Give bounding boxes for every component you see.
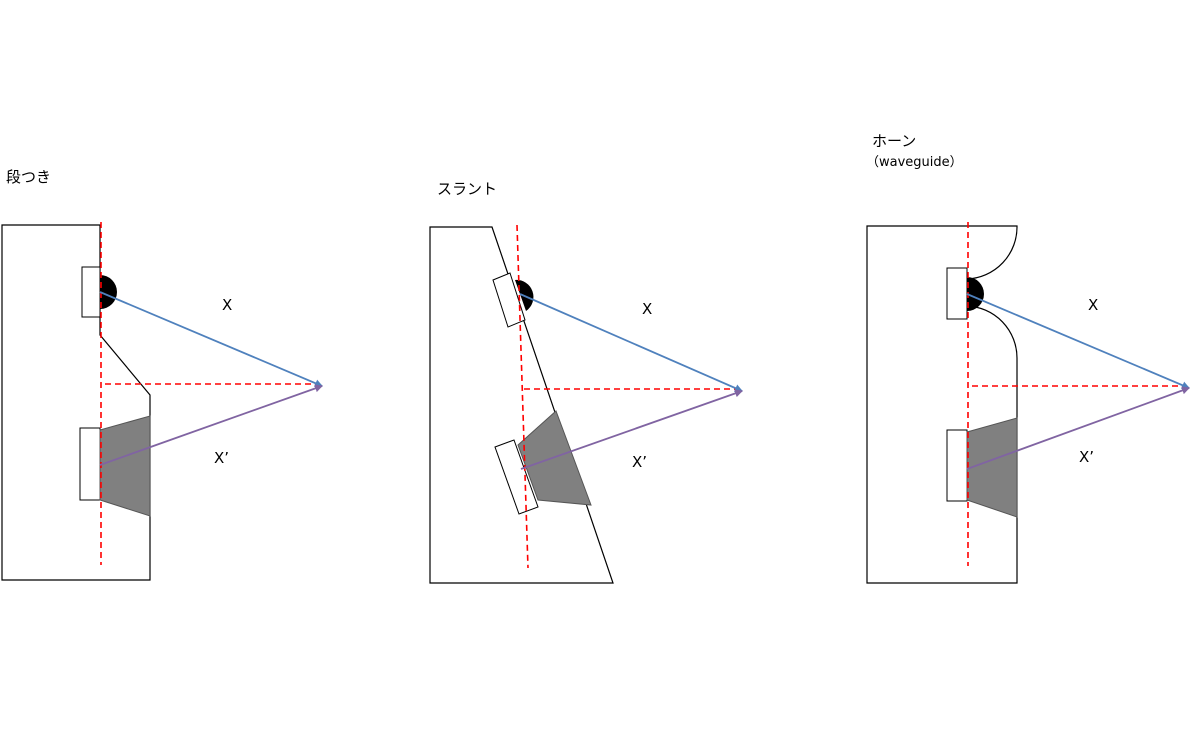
cabinet-outline [429, 226, 614, 584]
tweeter-ray [966, 293, 1190, 389]
woofer-flange [946, 429, 968, 502]
label-x: X [1088, 296, 1098, 314]
panel-title-horn: ホーン [872, 132, 917, 150]
label-x-prime: X’ [214, 449, 229, 467]
woofer-ray [966, 386, 1190, 470]
acoustic-center-line [516, 224, 529, 569]
tweeter-dome [100, 275, 117, 309]
label-x-prime: X’ [1079, 448, 1094, 466]
woofer-flange [79, 427, 101, 501]
tweeter-flange [492, 272, 526, 328]
woofer-cone [99, 415, 151, 517]
label-x-prime: X’ [632, 453, 647, 471]
cabinet-outline [866, 225, 1018, 584]
panel-step: X X’ [1, 222, 323, 581]
woofer-flange [494, 439, 539, 515]
panel-slant: X X’ [429, 224, 743, 584]
woofer-ray [99, 384, 323, 466]
cabinet-outline [1, 224, 151, 581]
tweeter-ray [99, 291, 323, 387]
woofer-ray [520, 389, 743, 470]
tweeter-flange [81, 266, 101, 318]
tweeter-dome [967, 277, 984, 311]
panel-subtitle-horn: （waveguide） [866, 155, 963, 170]
panel-title-step: 段つき [6, 168, 52, 186]
panel-horn: X X’ [866, 222, 1190, 584]
tweeter-ray [519, 293, 743, 392]
label-x: X [222, 296, 232, 314]
panel-title-slant: スラント [437, 180, 498, 198]
tweeter-flange [946, 267, 968, 320]
label-x: X [642, 300, 652, 318]
woofer-cone [966, 417, 1018, 518]
